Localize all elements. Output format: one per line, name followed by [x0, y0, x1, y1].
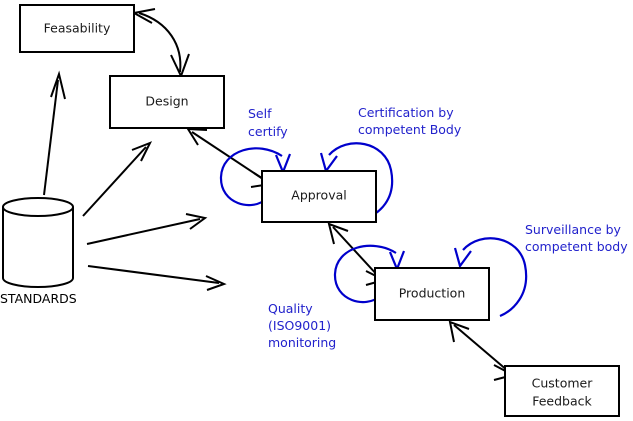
customer-feedback-box[interactable] [504, 365, 620, 417]
node-feasability[interactable]: Feasability [19, 4, 135, 53]
annotation-quality-monitoring: Quality (ISO9001) monitoring [268, 301, 336, 350]
annotation-self-certify: Self certify [248, 106, 288, 139]
production-label: Production [399, 286, 466, 301]
quality-line3: monitoring [268, 335, 336, 350]
edge-production-to-customer-feedback [448, 320, 516, 381]
self-certify-line1: Self [248, 106, 272, 121]
edge-standards-to-feasability [43, 70, 66, 196]
certification-line1: Certification by [358, 105, 454, 120]
annotation-surveillance-body: Surveillance by competent body [525, 222, 628, 254]
customer-feedback-label-line1: Customer [532, 376, 594, 391]
edge-standards-to-design [82, 141, 153, 217]
node-production[interactable]: Production [374, 267, 490, 321]
certification-line2: competent Body [358, 122, 462, 137]
loop-surveillance-body [453, 237, 528, 318]
self-certify-line2: certify [248, 124, 288, 139]
edge-standards-to-approval [86, 213, 208, 245]
edge-standards-to-production [87, 265, 227, 291]
surveillance-line1: Surveillance by [525, 222, 622, 237]
node-standards[interactable]: STANDARDS [0, 197, 77, 306]
node-design[interactable]: Design [109, 75, 225, 129]
annotation-certification-body: Certification by competent Body [358, 105, 462, 137]
edge-feasability-to-design [131, 8, 190, 79]
approval-label: Approval [291, 188, 346, 203]
quality-line1: Quality [268, 301, 313, 316]
feasability-label: Feasability [44, 21, 111, 36]
quality-line2: (ISO9001) [268, 318, 331, 333]
standards-cylinder-body[interactable] [2, 207, 74, 288]
design-label: Design [145, 94, 188, 109]
approval-box[interactable] [261, 170, 377, 223]
standards-label: STANDARDS [0, 291, 77, 306]
design-box[interactable] [109, 75, 225, 129]
feasability-box[interactable] [19, 4, 135, 53]
node-approval[interactable]: Approval [261, 170, 377, 223]
standards-cylinder-top[interactable] [2, 197, 74, 217]
node-customer-feedback[interactable]: Customer Feedback [504, 365, 620, 417]
production-box[interactable] [374, 267, 490, 321]
surveillance-line2: competent body [525, 239, 628, 254]
customer-feedback-label-line2: Feedback [532, 394, 592, 409]
